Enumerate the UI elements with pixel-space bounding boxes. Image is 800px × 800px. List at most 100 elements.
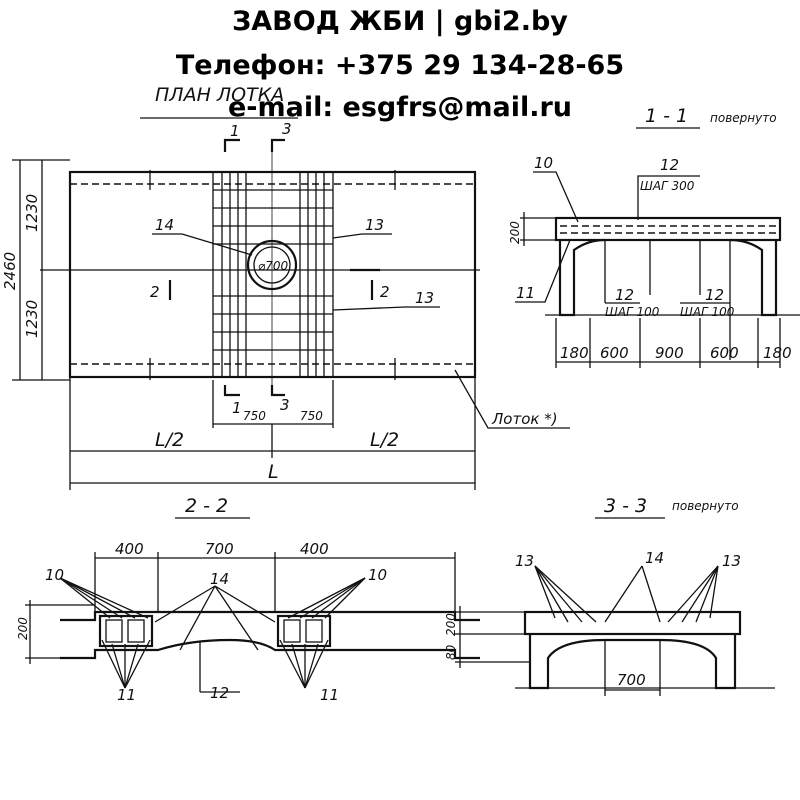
section-1-1-rotated: повернуто (710, 111, 777, 125)
s11-dim-3: 600 (710, 344, 739, 362)
hole-circle (246, 239, 298, 291)
mesh-right (299, 172, 334, 377)
mesh-horizontal (213, 189, 333, 351)
s11-leg-right (729, 238, 778, 317)
s11-step-100-right: ШАГ 100 (680, 305, 735, 319)
s11-step-100-left: ШАГ 100 (605, 305, 660, 319)
hole-inner-circle (253, 246, 291, 284)
s22-dim-400-left: 400 (115, 540, 144, 558)
dim-2460: 2460 (1, 252, 19, 290)
section-1-top-label: 1 (230, 122, 240, 140)
dim-750-right: 750 (300, 409, 323, 423)
plan-ticks (149, 170, 396, 380)
plan-leader-14 (152, 233, 253, 256)
s11-leg-left (558, 238, 606, 317)
s33-callout-14: 14 (645, 549, 664, 567)
s22-cage-right-inner-a (283, 619, 301, 643)
s22-dim-700: 700 (205, 540, 234, 558)
s22-callout-11-left: 11 (117, 686, 136, 704)
s22-callout-10-left: 10 (45, 566, 64, 584)
section-1-1: 1 - 1 повернуто 10 12 ШАГ 300 200 11 12 … (508, 105, 800, 368)
s11-leader-10 (533, 171, 579, 223)
phone-line: Телефон: +375 29 134-28-65 (175, 50, 625, 81)
s33-leaders-13-left (534, 565, 597, 623)
s22-leaders-10-right (287, 577, 366, 619)
s22-cage-left-inner-b (127, 619, 145, 643)
dim-L: L (268, 461, 279, 483)
s22-top-edge (60, 610, 480, 622)
s11-callout-10: 10 (534, 154, 553, 172)
s33-callout-13-right: 13 (722, 552, 741, 570)
s11-callout-12-left: 12 (615, 286, 634, 304)
section-2-2-title: 2 - 2 (185, 495, 228, 517)
section-3-3: 3 - 3 повернуто 13 14 13 20 (444, 495, 775, 696)
plan-callout-14: 14 (155, 216, 174, 234)
plan-leader-13-lower (332, 306, 440, 311)
dim-L2-left: L/2 (155, 429, 184, 451)
s22-bottom-edge (60, 638, 480, 660)
s22-cage-left (98, 614, 154, 648)
plan-callout-13-lower: 13 (415, 289, 434, 307)
s33-leaders-14 (604, 565, 661, 623)
s11-leader-11 (515, 239, 571, 303)
s22-callout-12: 12 (210, 684, 229, 702)
s33-callout-13-left: 13 (515, 552, 534, 570)
s22-callout-10-right: 10 (368, 566, 387, 584)
s11-callout-12-top: 12 (660, 156, 679, 174)
company-title: ЗАВОД ЖБИ | gbi2.by (232, 6, 568, 37)
s22-leaders-11-right (279, 639, 329, 689)
s33-dim-200: 200 (444, 613, 458, 636)
s11-callout-11: 11 (516, 284, 535, 302)
s22-callout-11-right: 11 (320, 686, 339, 704)
s11-leader-12-top (637, 175, 700, 220)
dim-1230-bottom: 1230 (23, 300, 41, 338)
plan-outline (68, 170, 477, 379)
s11-callout-12-right: 12 (705, 286, 724, 304)
section-1-1-title: 1 - 1 (645, 105, 688, 127)
s11-step-300: ШАГ 300 (640, 179, 695, 193)
s22-leaders-14 (154, 585, 276, 651)
plan-section-2-left: 2 (150, 283, 160, 301)
mesh-left (212, 172, 247, 377)
dim-L2-right: L/2 (370, 429, 399, 451)
s11-dim-ticks (555, 318, 781, 368)
s11-dim-1: 600 (600, 344, 629, 362)
dim-750-left: 750 (243, 409, 266, 423)
plan-view: ПЛАН ЛОТКА 1 3 (1, 84, 570, 490)
s33-slab (523, 610, 742, 636)
section-2-2: 2 - 2 400 700 400 200 10 (16, 495, 480, 704)
s22-dim-400-right: 400 (300, 540, 329, 558)
s22-callout-14: 14 (210, 570, 229, 588)
s22-leaders-10-left (59, 577, 149, 619)
plan-callout-13-upper: 13 (365, 216, 384, 234)
s22-dim-200: 200 (16, 617, 30, 640)
s11-slab (554, 216, 782, 242)
s22-cage-left-inner-a (105, 619, 123, 643)
s33-leaders-13-right (667, 565, 719, 623)
section-3-top-mark (270, 138, 285, 152)
section-3-3-rotated: повернуто (672, 499, 739, 513)
section-3-bottom-mark (270, 385, 285, 397)
section-3-bottom-label: 3 (280, 396, 290, 414)
tray-note: Лоток *) (491, 410, 558, 428)
section-3-top-label: 3 (282, 120, 292, 138)
s22-cage-right-inner-b (305, 619, 323, 643)
s33-dim-80: 80 (444, 644, 458, 660)
plan-leader-13-upper (332, 233, 392, 239)
hole-diameter-label: ⌀700 (258, 259, 288, 273)
plan-section-2-right: 2 (380, 283, 390, 301)
section-1-bottom-label: 1 (232, 399, 242, 417)
dim-1230-top: 1230 (23, 194, 41, 232)
s22-dim-ticks (94, 552, 456, 612)
section-1-top-mark (223, 138, 240, 152)
tray-note-leader (454, 369, 570, 429)
s11-dim-0: 180 (560, 344, 589, 362)
section-1-bottom-mark (223, 385, 240, 397)
s22-leaders-11-left (101, 639, 151, 689)
section-3-3-title: 3 - 3 (604, 495, 647, 517)
s11-dim-4: 180 (763, 344, 792, 362)
plan-title: ПЛАН ЛОТКА (155, 84, 284, 106)
s11-dim-2: 900 (655, 344, 684, 362)
s33-dim-700: 700 (617, 671, 646, 689)
